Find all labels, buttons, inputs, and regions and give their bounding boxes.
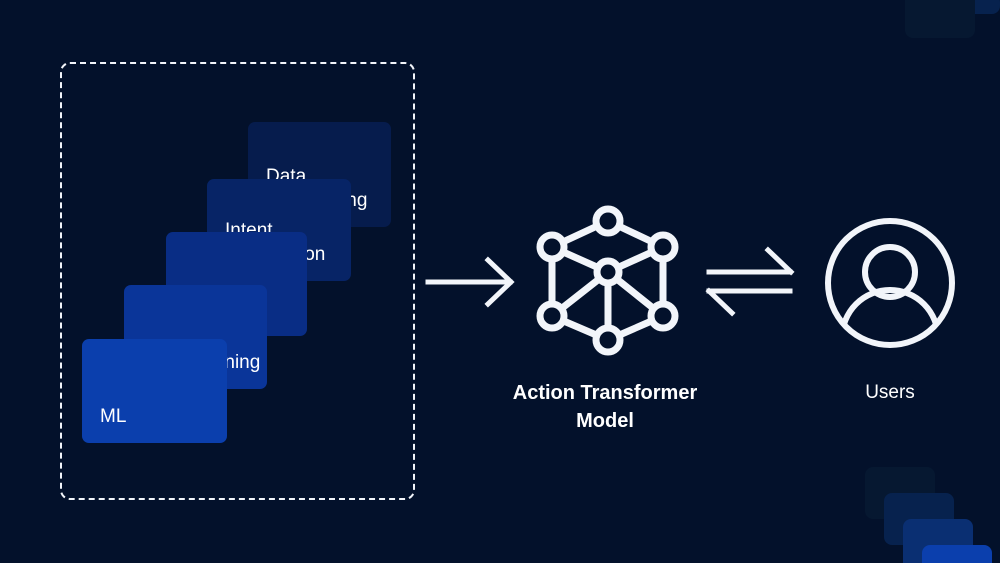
capability-group-border bbox=[60, 62, 415, 500]
model-caption: Action Transformer Model bbox=[512, 382, 698, 432]
bidirectional-exchange-arrow-icon bbox=[705, 246, 795, 317]
capability-card-label: ML bbox=[100, 406, 127, 427]
right-arrow-icon bbox=[425, 256, 515, 308]
decoration-bottom-right-4 bbox=[922, 545, 992, 563]
users-caption: Users bbox=[865, 382, 915, 403]
network-graph-icon bbox=[536, 205, 679, 356]
decoration-top-right-2 bbox=[905, 0, 975, 38]
capability-card-ml[interactable]: ML bbox=[82, 339, 227, 443]
user-avatar-icon bbox=[825, 218, 955, 348]
